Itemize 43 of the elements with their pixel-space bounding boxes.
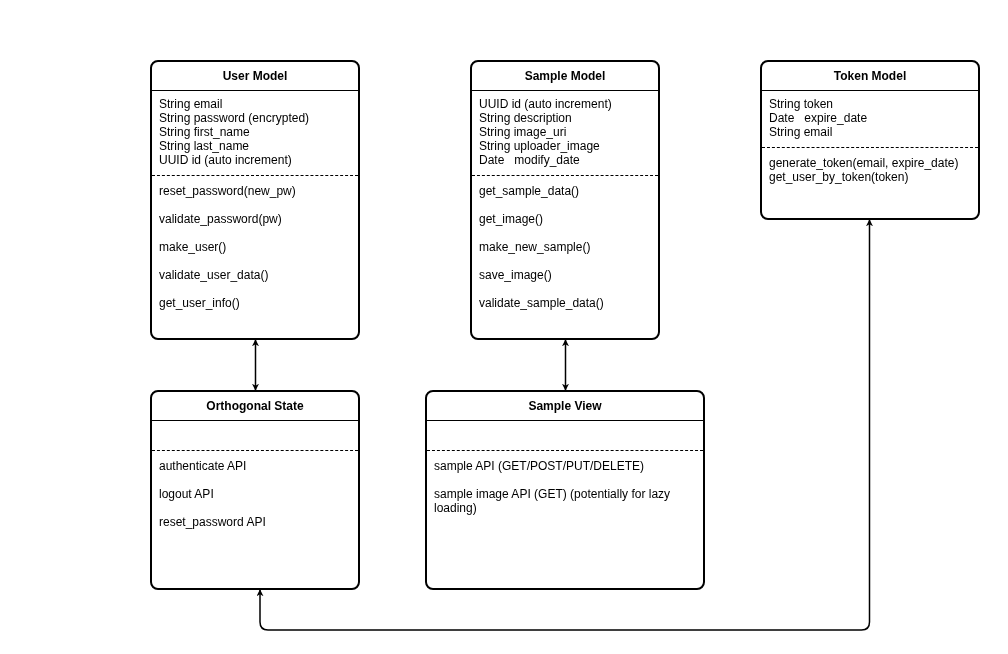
method-text: logout API: [159, 487, 215, 501]
method-text: save_image(): [479, 268, 553, 282]
class-box: [150, 60, 360, 340]
method-text: get_user_by_token(token): [769, 170, 910, 184]
class-box: [760, 60, 980, 220]
attribute-text: String uploader_image: [479, 139, 601, 153]
attribute-text: UUID id (auto increment): [159, 153, 293, 167]
attribute-text: String token: [769, 97, 835, 111]
attribute-text: String email: [769, 125, 834, 139]
method-text: validate_sample_data(): [479, 296, 605, 310]
method-text: validate_user_data(): [159, 268, 270, 282]
method-text: sample API (GET/POST/PUT/DELETE): [434, 459, 646, 473]
method-text: sample image API (GET) (potentially for lazy loading): [434, 487, 672, 515]
method-text: make_user(): [159, 240, 228, 254]
connector-arrow: [562, 339, 569, 391]
method-text: make_new_sample(): [479, 240, 592, 254]
method-text: get_sample_data(): [479, 184, 581, 198]
attribute-text: String email: [159, 97, 224, 111]
attribute-text: String description: [479, 111, 573, 125]
class-title: Orthogonal State: [206, 399, 304, 413]
attribute-text: UUID id (auto increment): [479, 97, 613, 111]
method-text: reset_password(new_pw): [159, 184, 297, 198]
class-title: Token Model: [833, 69, 907, 83]
attribute-text: String first_name: [159, 125, 251, 139]
class-title: User Model: [222, 69, 288, 83]
class-title: Sample View: [528, 399, 602, 413]
attribute-text: String image_uri: [479, 125, 568, 139]
class-title: Sample Model: [524, 69, 606, 83]
method-text: reset_password API: [159, 515, 267, 529]
method-text: get_user_info(): [159, 296, 241, 310]
class-box: [425, 390, 705, 590]
method-text: validate_password(pw): [159, 212, 283, 226]
connector-arrow: [256, 219, 873, 631]
connector-arrow: [252, 339, 259, 391]
attribute-text: String password (encrypted): [159, 111, 311, 125]
attribute-text: Date expire_date: [769, 111, 869, 125]
attribute-text: Date modify_date: [479, 153, 581, 167]
method-text: get_image(): [479, 212, 545, 226]
method-text: authenticate API: [159, 459, 248, 473]
method-text: generate_token(email, expire_date): [769, 156, 960, 170]
class-box: [150, 390, 360, 590]
class-box: [470, 60, 660, 340]
attribute-text: String last_name: [159, 139, 251, 153]
